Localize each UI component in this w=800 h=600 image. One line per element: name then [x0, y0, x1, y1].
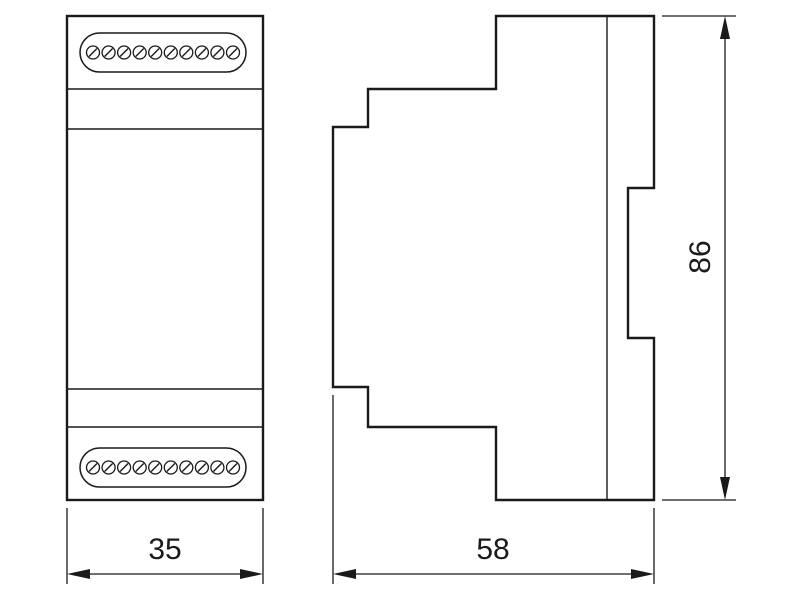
terminal-screw-icon: [116, 460, 132, 475]
side-view-outline: [331, 14, 656, 502]
height-dimension: 86: [662, 15, 736, 501]
terminal-screw-icon: [163, 45, 178, 60]
depth-dimension-label: 58: [476, 533, 509, 566]
terminal-screw-icon: [132, 460, 147, 475]
depth-arrow-right: [631, 569, 654, 579]
width-arrow-left: [67, 569, 90, 579]
top-terminal-housing: [79, 32, 247, 73]
top-terminal-screws: [85, 45, 241, 60]
terminal-screw-icon: [132, 45, 147, 60]
terminal-screw-icon: [179, 45, 194, 60]
height-arrow-bottom: [720, 477, 730, 500]
terminal-screw-icon: [101, 460, 116, 475]
terminal-screw-icon: [163, 460, 178, 475]
terminal-screw-icon: [85, 460, 101, 475]
terminal-screw-icon: [194, 460, 210, 475]
bottom-terminal-block: [79, 447, 247, 488]
terminal-screw-icon: [210, 460, 225, 475]
terminal-screw-icon: [194, 45, 210, 60]
terminal-screw-icon: [225, 460, 241, 475]
terminal-screw-icon: [179, 460, 194, 475]
height-arrow-top: [720, 16, 730, 39]
bottom-terminal-screws: [85, 460, 241, 475]
height-dimension-label: 86: [684, 240, 717, 273]
width-dimension-label: 35: [148, 533, 181, 566]
terminal-screw-icon: [210, 45, 225, 60]
terminal-screw-icon: [85, 45, 101, 60]
side-view: [331, 14, 656, 502]
terminal-screw-icon: [116, 45, 132, 60]
front-view-outline: [65, 14, 265, 502]
terminal-screw-icon: [101, 45, 116, 60]
depth-dimension: 58: [332, 395, 655, 584]
width-arrow-right: [240, 569, 263, 579]
top-terminal-block: [79, 32, 247, 73]
width-dimension: 35: [66, 508, 264, 584]
terminal-screw-icon: [225, 45, 241, 60]
terminal-screw-icon: [148, 460, 163, 475]
bottom-terminal-housing: [79, 447, 247, 488]
terminal-screw-icon: [148, 45, 163, 60]
front-view: [65, 14, 265, 502]
depth-arrow-left: [333, 569, 356, 579]
